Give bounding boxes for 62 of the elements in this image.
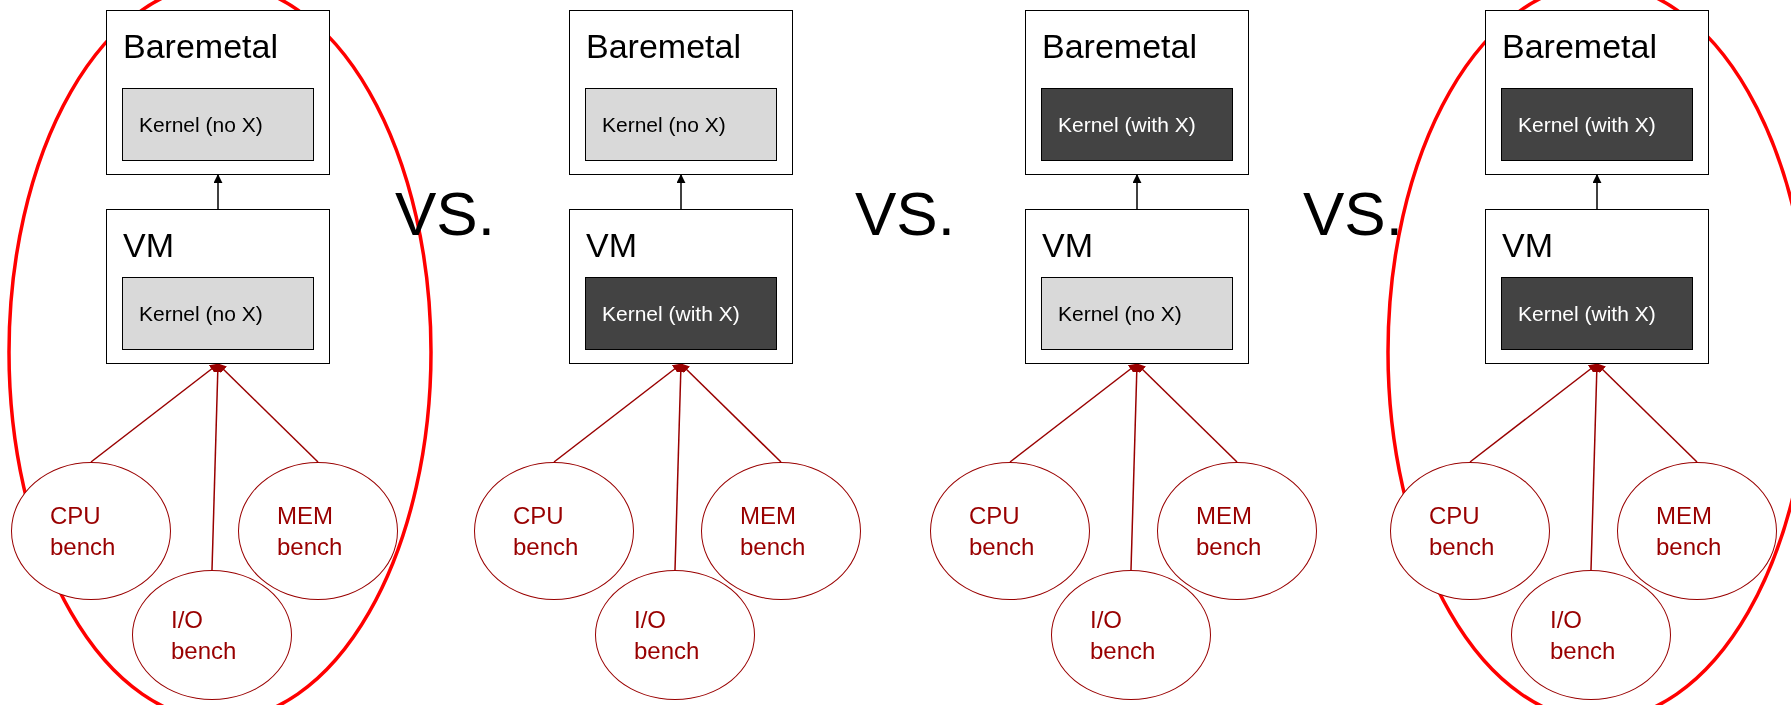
arrow	[1592, 174, 1602, 210]
benchmark-label: MEM bench	[1656, 500, 1723, 562]
kernel-box	[1041, 277, 1233, 350]
box-title: Baremetal	[1502, 29, 1657, 63]
benchmark-label: I/O bench	[1090, 604, 1157, 666]
benchmark-label: CPU bench	[513, 500, 580, 562]
arrow	[211, 363, 223, 571]
arrow	[674, 363, 686, 571]
arrow	[1469, 363, 1598, 463]
box-title: VM	[1042, 228, 1093, 262]
arrow	[1130, 363, 1142, 571]
kernel-box	[122, 277, 314, 350]
box-title: Baremetal	[586, 29, 741, 63]
benchmark-label: I/O bench	[171, 604, 238, 666]
benchmark-label: CPU bench	[969, 500, 1036, 562]
box-title: Baremetal	[1042, 29, 1197, 63]
kernel-label: Kernel (with X)	[602, 300, 740, 327]
benchmark-label: I/O bench	[1550, 604, 1617, 666]
arrow	[1136, 363, 1238, 463]
system-box	[569, 10, 793, 175]
arrow	[90, 363, 219, 463]
versus-label: VS.	[855, 183, 955, 245]
kernel-box	[1501, 277, 1693, 350]
arrow	[680, 363, 782, 463]
arrow	[1590, 363, 1602, 571]
arrow	[1132, 174, 1142, 210]
kernel-label: Kernel (with X)	[1058, 111, 1196, 138]
kernel-box	[1041, 88, 1233, 161]
system-box	[1485, 10, 1709, 175]
benchmark-label: CPU bench	[50, 500, 117, 562]
benchmark-label: CPU bench	[1429, 500, 1496, 562]
kernel-label: Kernel (no X)	[1058, 300, 1182, 327]
kernel-label: Kernel (no X)	[139, 300, 263, 327]
kernel-label: Kernel (no X)	[602, 111, 726, 138]
system-box	[1485, 209, 1709, 364]
arrow	[1596, 363, 1698, 463]
kernel-box	[585, 277, 777, 350]
kernel-label: Kernel (no X)	[139, 111, 263, 138]
box-title: VM	[1502, 228, 1553, 262]
arrow	[1009, 363, 1138, 463]
arrow	[676, 174, 686, 210]
benchmark-label: MEM bench	[740, 500, 807, 562]
box-title: VM	[123, 228, 174, 262]
kernel-label: Kernel (with X)	[1518, 300, 1656, 327]
arrow	[213, 174, 223, 210]
system-box	[1025, 10, 1249, 175]
benchmark-label: MEM bench	[1196, 500, 1263, 562]
box-title: VM	[586, 228, 637, 262]
system-box	[1025, 209, 1249, 364]
system-box	[106, 209, 330, 364]
benchmark-label: MEM bench	[277, 500, 344, 562]
kernel-box	[1501, 88, 1693, 161]
arrow	[553, 363, 682, 463]
arrow	[217, 363, 319, 463]
benchmark-label: I/O bench	[634, 604, 701, 666]
system-box	[569, 209, 793, 364]
system-box	[106, 10, 330, 175]
kernel-box	[122, 88, 314, 161]
versus-label: VS.	[1303, 183, 1403, 245]
box-title: Baremetal	[123, 29, 278, 63]
kernel-box	[585, 88, 777, 161]
kernel-label: Kernel (with X)	[1518, 111, 1656, 138]
